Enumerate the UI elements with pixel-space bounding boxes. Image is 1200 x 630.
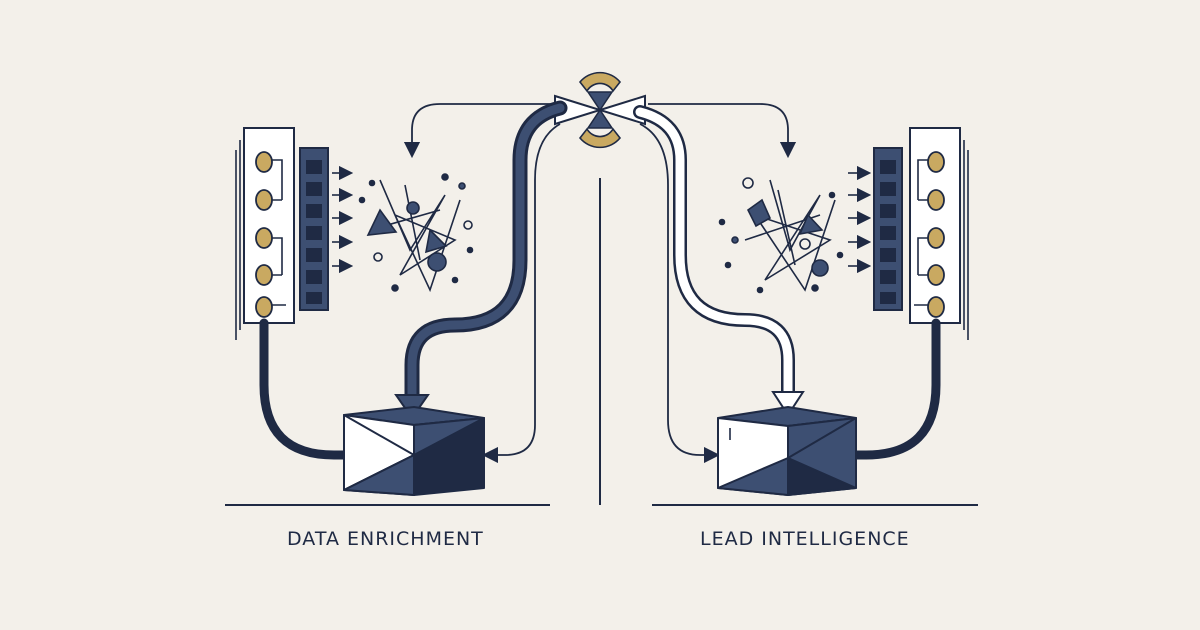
envelope-box-icon	[717, 406, 857, 496]
label-lead-intelligence: LEAD INTELLIGENCE	[700, 528, 910, 550]
flow-pipe-left	[394, 100, 568, 420]
scattered-data-icon	[718, 177, 844, 294]
arrow-hub-to-right-cloud	[648, 103, 797, 159]
arrow-hub-to-right-box	[639, 123, 721, 464]
circuit-board-icon	[235, 127, 354, 460]
scattered-data-icon	[358, 173, 474, 293]
envelope-box-icon	[343, 406, 485, 496]
circuit-board-icon	[848, 127, 969, 460]
label-data-enrichment: DATA ENRICHMENT	[287, 528, 484, 550]
arrow-hub-to-left-box	[481, 123, 561, 464]
ground-lines	[225, 178, 978, 506]
arrow-hub-to-left-cloud	[403, 103, 552, 159]
flow-arrows	[403, 103, 797, 464]
flow-pipe-right	[633, 105, 805, 417]
valve-icon	[554, 71, 646, 149]
